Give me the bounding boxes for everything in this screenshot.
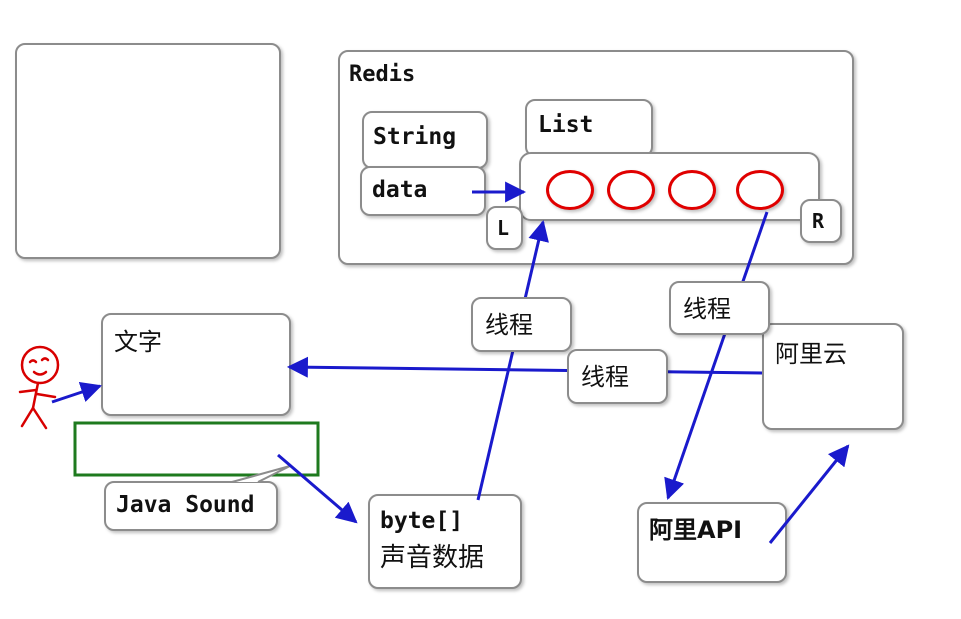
aliyun-box (762, 323, 904, 430)
empty-box (15, 43, 281, 259)
java-sound-box (104, 481, 278, 531)
arrow-list-to-api (664, 211, 769, 500)
byte-data-line2: 声音数据 (380, 543, 485, 573)
list-item (736, 170, 784, 210)
string-label: String (373, 124, 457, 150)
thread-box-2 (669, 281, 770, 335)
arrow-sound-to-bytes (277, 453, 358, 524)
aliyun-label: 阿里云 (775, 340, 847, 368)
text-box (101, 313, 291, 416)
highlight-box (73, 421, 320, 477)
thread-label-1: 线程 (485, 311, 533, 339)
arrow-bytes-to-list (476, 219, 549, 501)
right-end-label: R (812, 209, 825, 233)
ali-api-box (637, 502, 787, 583)
java-sound-label: Java Sound (116, 492, 255, 518)
thread-label-3: 线程 (581, 363, 629, 391)
list-item (607, 170, 655, 210)
byte-data-box (368, 494, 522, 589)
list-item (546, 170, 594, 210)
list-item (668, 170, 716, 210)
thread-box-3 (567, 349, 668, 404)
byte-data-line1: byte[] (380, 508, 464, 534)
data-label: data (372, 177, 428, 203)
redis-title: Redis (349, 62, 416, 87)
person-icon (18, 345, 60, 430)
left-end-label: L (497, 216, 510, 240)
data-box (360, 166, 486, 216)
ali-api-label: 阿里API (649, 516, 743, 544)
thread-box-1 (471, 297, 572, 352)
thread-label-2: 线程 (683, 295, 731, 323)
string-box (362, 111, 488, 169)
right-end-box (800, 199, 842, 243)
arrow-person-to-text (51, 382, 102, 404)
list-label: List (538, 112, 594, 138)
arrow-aliyun-to-text (286, 356, 763, 378)
text-label: 文字 (114, 328, 162, 356)
left-end-box (486, 206, 523, 250)
arrow-api-to-aliyun (768, 444, 850, 544)
